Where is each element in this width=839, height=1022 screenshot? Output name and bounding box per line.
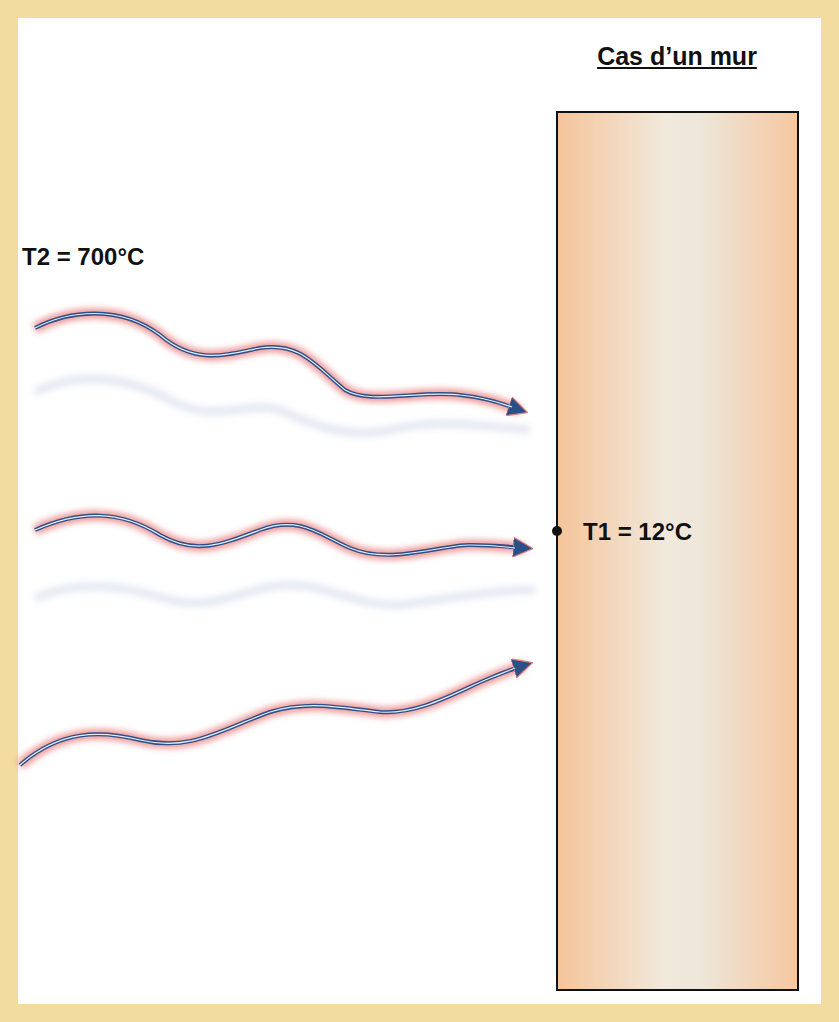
radiation-waves xyxy=(20,313,525,765)
ghost-waves xyxy=(35,379,535,605)
temperature-label: T2 = 700°C xyxy=(22,243,144,271)
diagram-title: Cas d’un mur xyxy=(597,42,757,71)
measure-point xyxy=(552,526,562,536)
temperature-label: T1 = 12°C xyxy=(583,518,692,546)
wall xyxy=(557,112,798,990)
page-ground xyxy=(18,18,821,1004)
